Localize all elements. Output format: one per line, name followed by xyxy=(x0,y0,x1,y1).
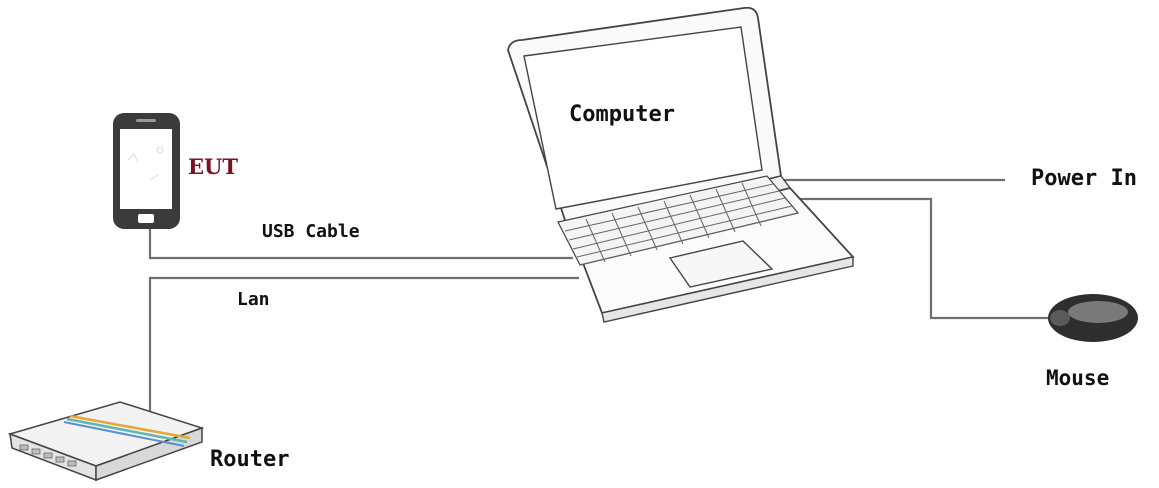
usb-cable-label: USB Cable xyxy=(262,223,360,241)
router-icon xyxy=(10,402,202,480)
lan-label: Lan xyxy=(237,291,270,309)
mouse-label: Mouse xyxy=(1046,368,1109,389)
eut-label: EUT xyxy=(188,156,238,177)
usb-cable-line xyxy=(150,222,573,258)
router-label: Router xyxy=(210,449,289,471)
power-in-label: Power In xyxy=(1031,168,1137,190)
laptop-icon xyxy=(508,8,853,322)
mouse-icon xyxy=(1048,294,1138,342)
computer-label: Computer xyxy=(569,104,675,126)
lan-line xyxy=(150,278,579,416)
phone-icon xyxy=(113,113,180,229)
